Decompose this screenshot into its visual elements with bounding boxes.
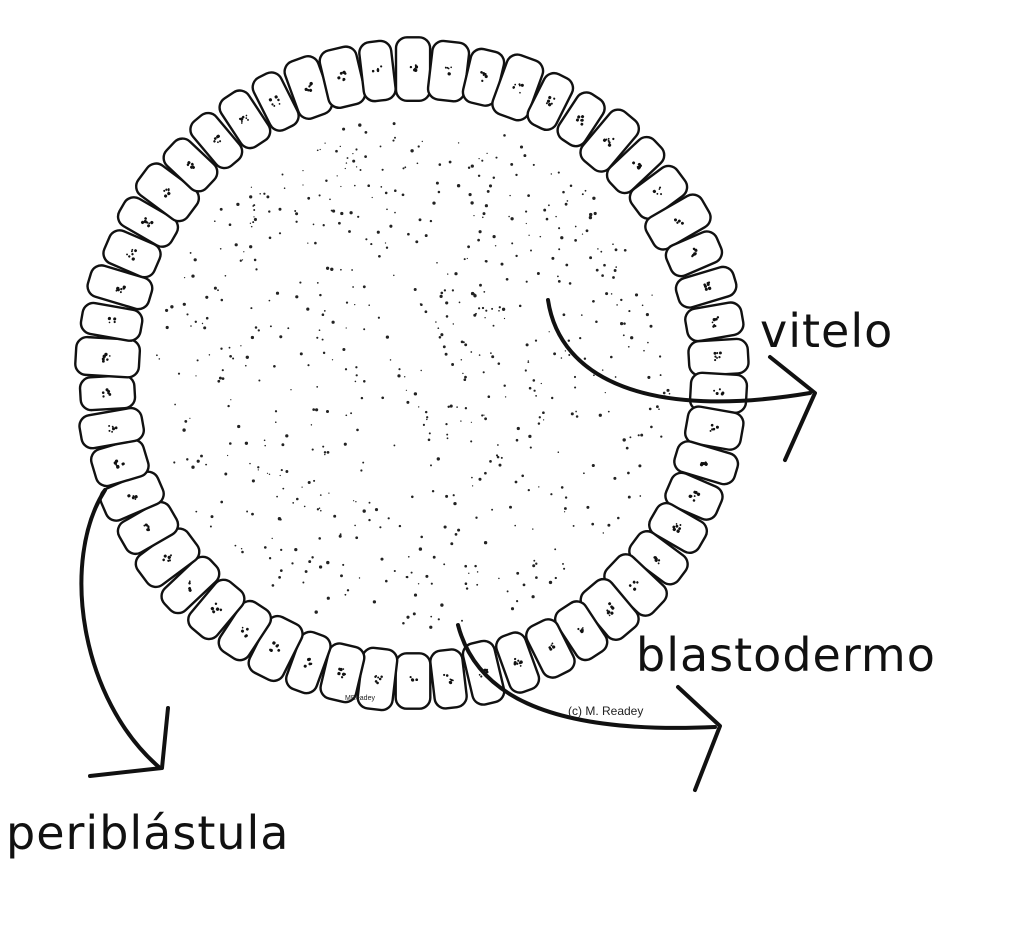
blastoderm-cell: [78, 374, 137, 412]
blastoderm-cell: [673, 440, 740, 486]
blastoderm-cell: [251, 71, 300, 132]
blastoderm-cell: [217, 599, 273, 662]
blastoderm-cell: [579, 108, 641, 173]
blastoderm-cell: [394, 36, 432, 102]
blastoderm-cell: [553, 600, 609, 662]
blastoderm-cell: [495, 631, 541, 694]
blastoderm-cell: [162, 137, 219, 193]
vitelo-arrow-line: [546, 298, 812, 404]
blastoderm-cell: [394, 652, 432, 710]
blastoderm-cell: [525, 618, 576, 679]
blastodermo-arrow-head: [676, 685, 722, 792]
blastoderm-cell: [189, 111, 244, 170]
blastoderm-cell: [86, 264, 154, 311]
periblastula-arrow-head: [88, 706, 170, 778]
blastoderm-cell: [605, 135, 666, 195]
blastoderm-cell: [218, 89, 272, 150]
blastoderm-cell: [648, 501, 709, 554]
blastoderm-cell: [74, 335, 142, 379]
credit-small-text: MReadey: [345, 695, 375, 702]
periblastula-arrow-line: [79, 488, 162, 770]
blastoderm-cell: [160, 555, 221, 615]
label-arrows: [79, 298, 817, 792]
vitelo-arrow-head: [768, 355, 817, 462]
credit-text: (c) M. Readey: [568, 704, 644, 718]
blastoderm-cell: [429, 648, 468, 710]
yolk-mass: [156, 122, 671, 629]
label-periblastula: periblástula: [6, 806, 290, 860]
label-vitelo: vitelo: [760, 304, 894, 358]
blastoderm-cell: [526, 71, 575, 132]
blastoderm-cell: [78, 406, 146, 450]
blastoderm-cell: [319, 642, 366, 704]
blastoderm-cell: [687, 337, 750, 377]
blastoderm-cell: [556, 91, 606, 148]
blastodermo-arrow-line: [456, 623, 717, 730]
blastoderm-cell: [116, 196, 180, 248]
blastoderm-cell: [491, 53, 545, 122]
blastoderm-cell: [102, 229, 162, 279]
blastoderm-cell: [664, 230, 724, 278]
blastoderm-cell: [187, 578, 246, 641]
blastoderm-cell: [644, 193, 712, 251]
blastoderm-cell: [683, 405, 745, 451]
blastoderm-cell: [358, 39, 397, 103]
label-blastodermo: blastodermo: [636, 628, 936, 682]
blastoderm-cell: [674, 265, 738, 309]
blastoderm-cell: [79, 301, 144, 342]
blastoderm-cell: [579, 577, 640, 641]
blastoderm-cell: [684, 301, 745, 343]
blastoderm-cell-ring: [74, 36, 750, 712]
